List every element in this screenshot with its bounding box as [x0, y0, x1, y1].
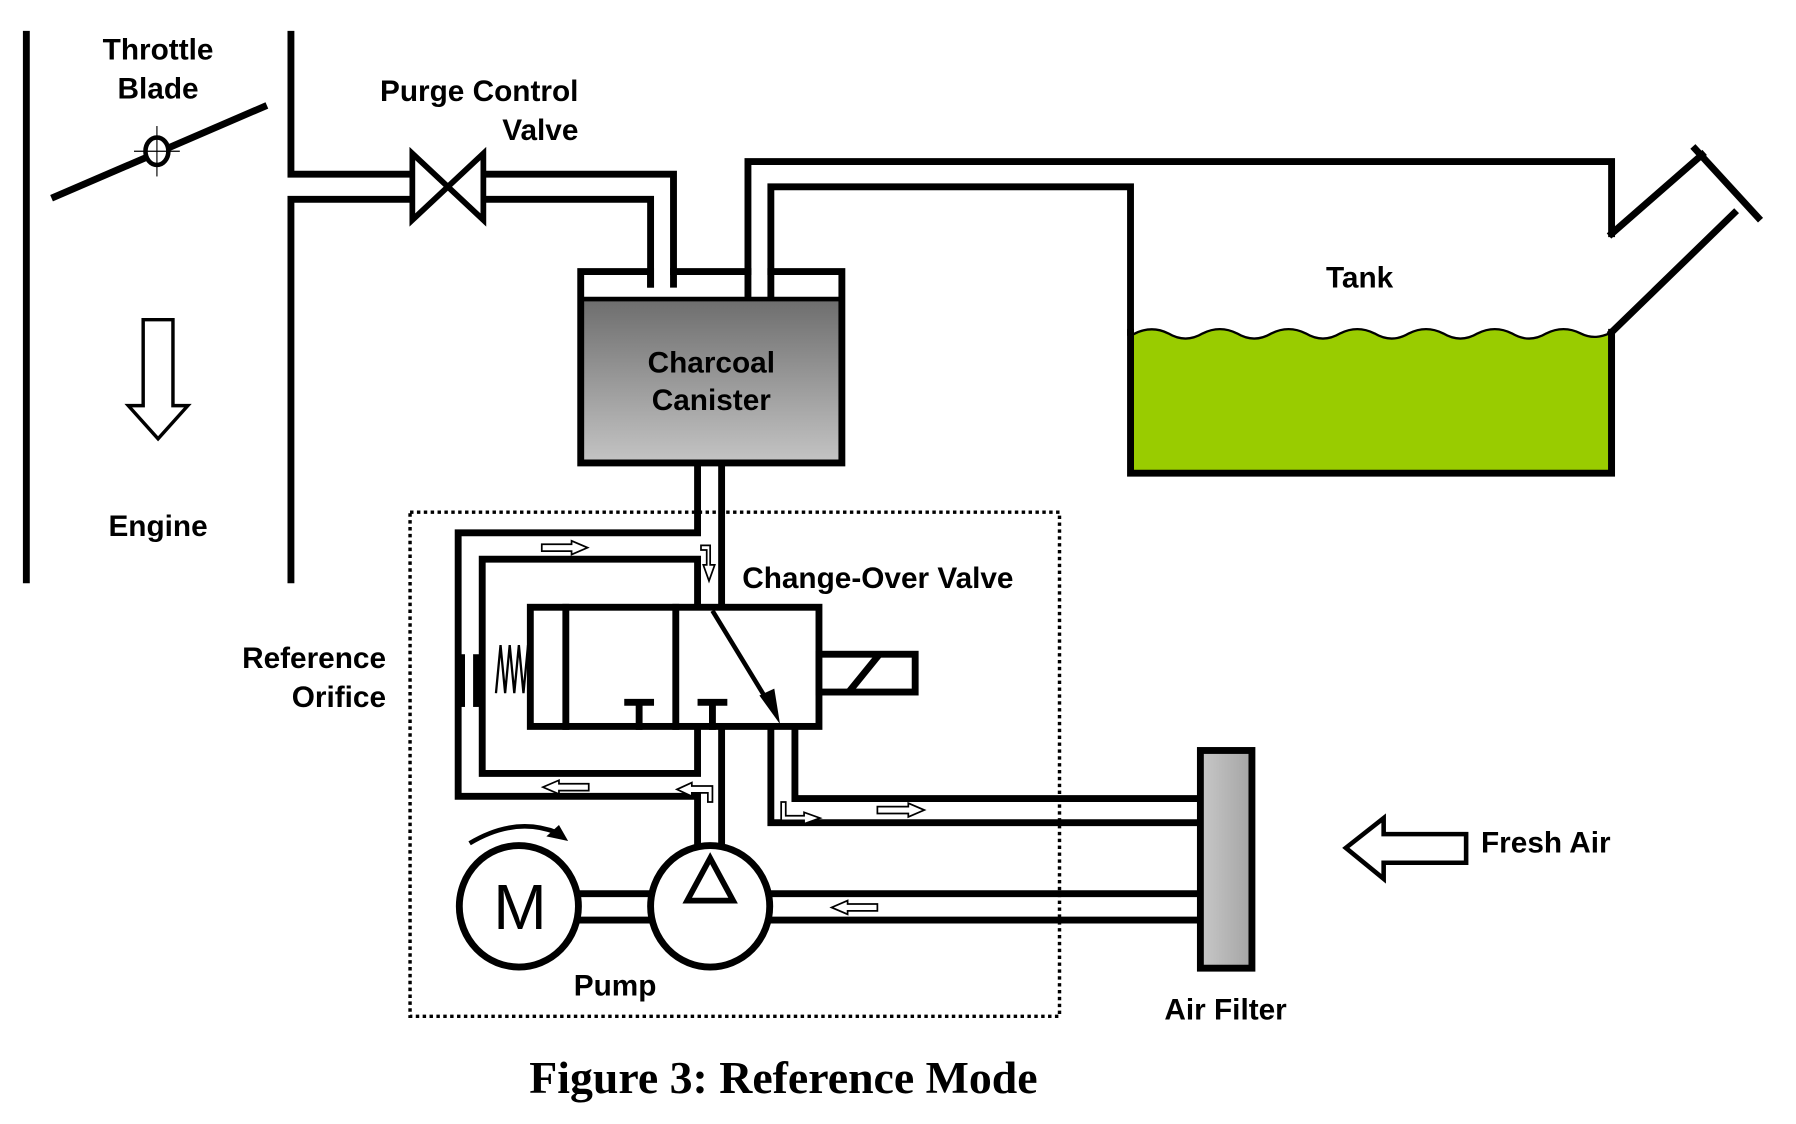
filter-pipe-upper — [791, 722, 1204, 803]
purge-pipe-lower — [479, 195, 655, 288]
engine-label: Engine — [108, 510, 207, 543]
intake-wall-right-lower — [287, 195, 416, 584]
flow-arrow-left-2-icon — [829, 899, 879, 916]
purge-label-line1: Purge Control — [380, 75, 578, 108]
tank-vent-pipe-inner — [767, 183, 1134, 336]
purge-label-line2: Valve — [502, 114, 578, 147]
throttle-label-line2: Blade — [118, 73, 199, 106]
pump-housing — [647, 842, 774, 971]
purge-control-valve[interactable] — [409, 146, 487, 227]
purge-valve-bowtie-icon — [409, 146, 487, 227]
orifice-plate-left — [458, 654, 466, 707]
air-filter-element — [1196, 747, 1256, 972]
flow-arrow-right-icon — [540, 539, 590, 556]
orifice-plate-right — [473, 654, 483, 707]
charcoal-canister[interactable] — [577, 268, 846, 467]
solenoid-coil-icon — [846, 653, 882, 695]
engine-intake — [22, 30, 416, 584]
valve-flow-arrowhead-icon — [759, 688, 781, 725]
tank-wall — [1127, 328, 1616, 477]
canister-label-line2: Canister — [652, 384, 772, 417]
intake-wall-right-upper — [287, 30, 416, 178]
purge-pipe-upper — [479, 170, 677, 288]
change-over-valve[interactable] — [494, 603, 919, 730]
rotation-arrow-icon — [546, 824, 569, 841]
flow-arrow-right-2-icon — [876, 801, 927, 819]
engine-flow-arrow-icon — [124, 317, 192, 442]
valve-spring-icon — [494, 644, 530, 694]
orifice-label-line1: Reference — [242, 642, 386, 675]
reference-orifice[interactable] — [458, 654, 483, 707]
tank[interactable] — [1127, 144, 1764, 477]
motor-symbol: M — [493, 871, 546, 943]
leak-detection-module-boundary — [408, 510, 1062, 1019]
flow-arrow-down-icon — [700, 544, 716, 584]
fresh-air-label: Fresh Air — [1481, 826, 1611, 859]
fuel-level — [1131, 327, 1611, 474]
figure-caption: Figure 3: Reference Mode — [529, 1052, 1037, 1103]
motor-housing — [455, 842, 582, 971]
filler-neck-upper — [1606, 149, 1707, 239]
throttle-label-line1: Throttle — [103, 34, 214, 67]
pump-triangle-icon — [682, 852, 738, 904]
air-filter-label: Air Filter — [1164, 994, 1287, 1027]
canister-charcoal-fill — [580, 300, 842, 463]
filter-pipe-lower — [767, 722, 1204, 827]
flow-arrow-left-icon — [540, 778, 590, 796]
valve-flow-arrow-shaft — [710, 609, 772, 706]
fresh-air-arrow-icon — [1342, 813, 1469, 884]
filler-cap — [1690, 144, 1764, 223]
pump-label: Pump — [574, 970, 657, 1003]
canister-shell — [577, 268, 846, 467]
filler-neck-lower — [1606, 208, 1740, 338]
throttle-blade[interactable] — [50, 102, 269, 202]
orifice-label-line2: Orifice — [292, 681, 386, 714]
orifice-gap — [465, 654, 474, 707]
motor[interactable]: M — [455, 824, 657, 971]
flow-arrow-down-right-icon — [780, 801, 823, 826]
canister-label-line1: Charcoal — [648, 346, 775, 379]
tank-label: Tank — [1326, 262, 1394, 295]
change-over-valve-label: Change-Over Valve — [742, 562, 1013, 595]
tank-vent-pipe-outer — [744, 158, 1616, 304]
rotation-arc — [468, 824, 559, 846]
air-filter[interactable] — [1196, 747, 1256, 972]
flow-arrow-up-left-icon — [674, 781, 714, 803]
pump[interactable] — [647, 842, 774, 971]
flow-arrows — [540, 539, 927, 916]
